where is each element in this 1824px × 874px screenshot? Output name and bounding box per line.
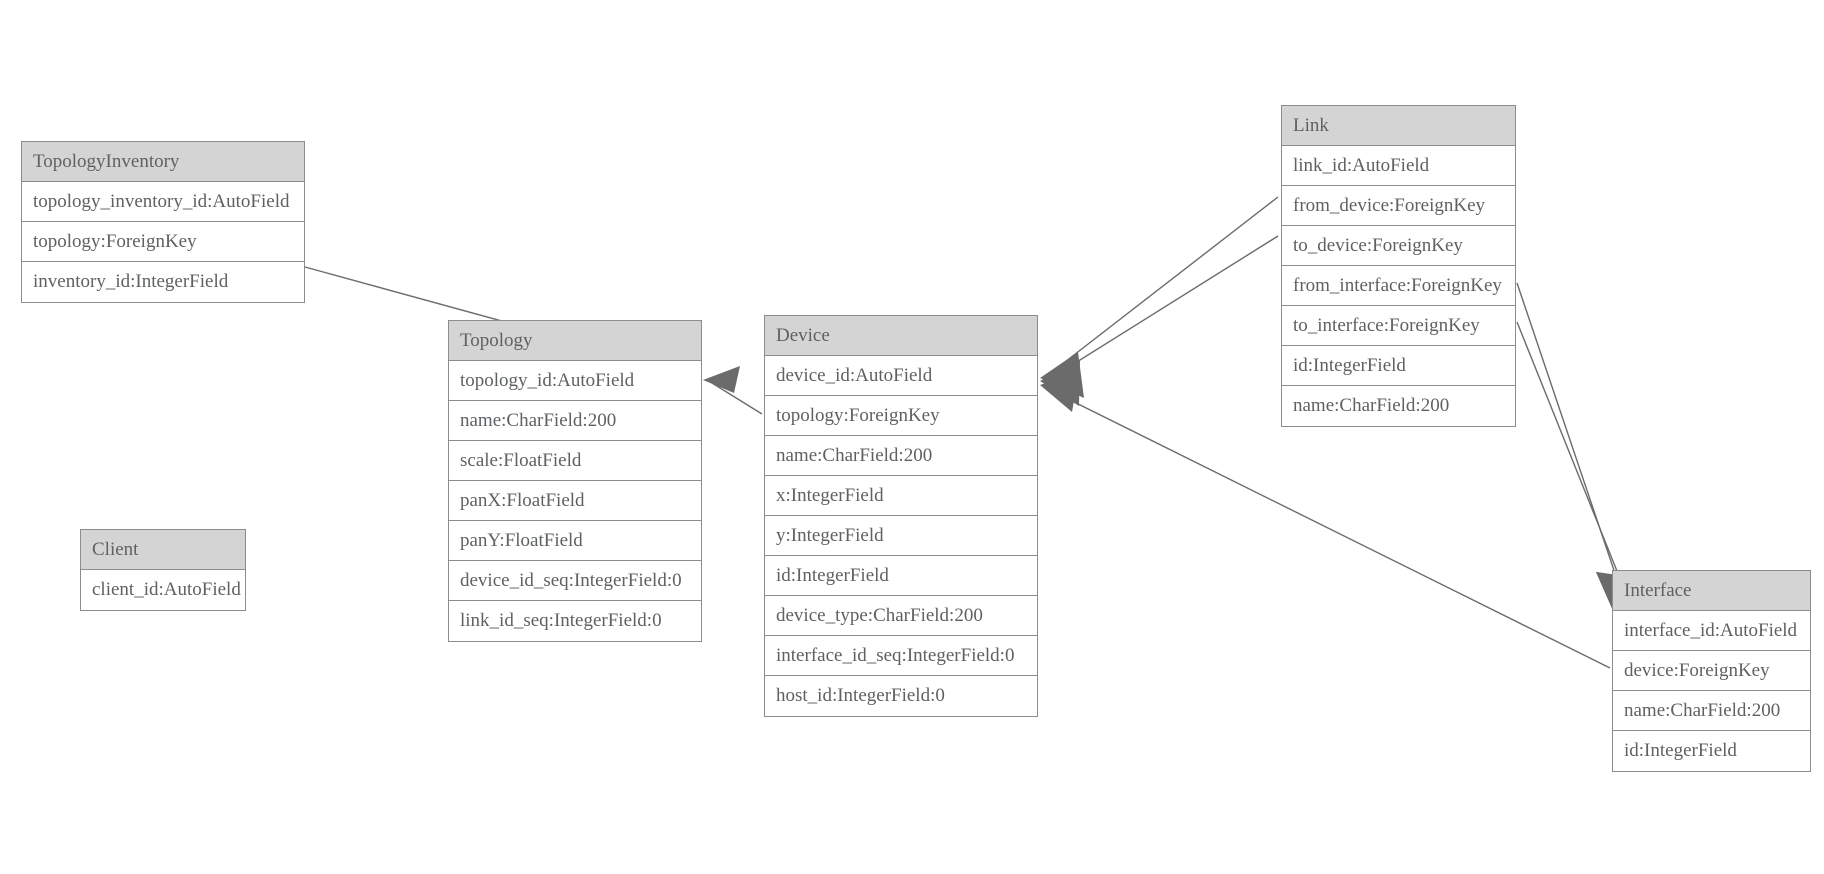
entity-field: scale:FloatField: [449, 441, 701, 481]
entity-field: interface_id:AutoField: [1613, 611, 1810, 651]
entity-field: y:IntegerField: [765, 516, 1037, 556]
entity-title-topology_inventory: TopologyInventory: [22, 142, 304, 182]
entity-field: topology:ForeignKey: [22, 222, 304, 262]
entity-field: device_type:CharField:200: [765, 596, 1037, 636]
entity-field: host_id:IntegerField:0: [765, 676, 1037, 716]
entity-field: interface_id_seq:IntegerField:0: [765, 636, 1037, 676]
entity-field: topology_inventory_id:AutoField: [22, 182, 304, 222]
entity-field: name:CharField:200: [1613, 691, 1810, 731]
entity-title-device: Device: [765, 316, 1037, 356]
entity-field: topology:ForeignKey: [765, 396, 1037, 436]
edge-link-to-device: [1040, 235, 1279, 406]
entity-field: client_id:AutoField: [81, 570, 245, 610]
entity-field: name:CharField:200: [449, 401, 701, 441]
entity-field: link_id_seq:IntegerField:0: [449, 601, 701, 641]
edge-device-topology: [703, 366, 763, 415]
entity-field: id:IntegerField: [765, 556, 1037, 596]
entity-field: name:CharField:200: [765, 436, 1037, 476]
edge-link-from-interface: [1516, 282, 1638, 613]
entity-field: link_id:AutoField: [1282, 146, 1515, 186]
entity-field: name:CharField:200: [1282, 386, 1515, 426]
entity-field: panY:FloatField: [449, 521, 701, 561]
entity-field: to_device:ForeignKey: [1282, 226, 1515, 266]
entity-title-link: Link: [1282, 106, 1515, 146]
entity-field: x:IntegerField: [765, 476, 1037, 516]
entity-title-interface: Interface: [1613, 571, 1810, 611]
entity-field: device:ForeignKey: [1613, 651, 1810, 691]
entity-field: from_device:ForeignKey: [1282, 186, 1515, 226]
entity-field: device_id:AutoField: [765, 356, 1037, 396]
edge-link-from-device: [1040, 196, 1279, 398]
entity-title-client: Client: [81, 530, 245, 570]
entity-field: device_id_seq:IntegerField:0: [449, 561, 701, 601]
entity-field: id:IntegerField: [1282, 346, 1515, 386]
entity-title-topology: Topology: [449, 321, 701, 361]
entity-field: to_interface:ForeignKey: [1282, 306, 1515, 346]
entity-field: inventory_id:IntegerField: [22, 262, 304, 302]
entity-field: topology_id:AutoField: [449, 361, 701, 401]
entity-field: from_interface:ForeignKey: [1282, 266, 1515, 306]
entity-field: panX:FloatField: [449, 481, 701, 521]
entity-field: id:IntegerField: [1613, 731, 1810, 771]
